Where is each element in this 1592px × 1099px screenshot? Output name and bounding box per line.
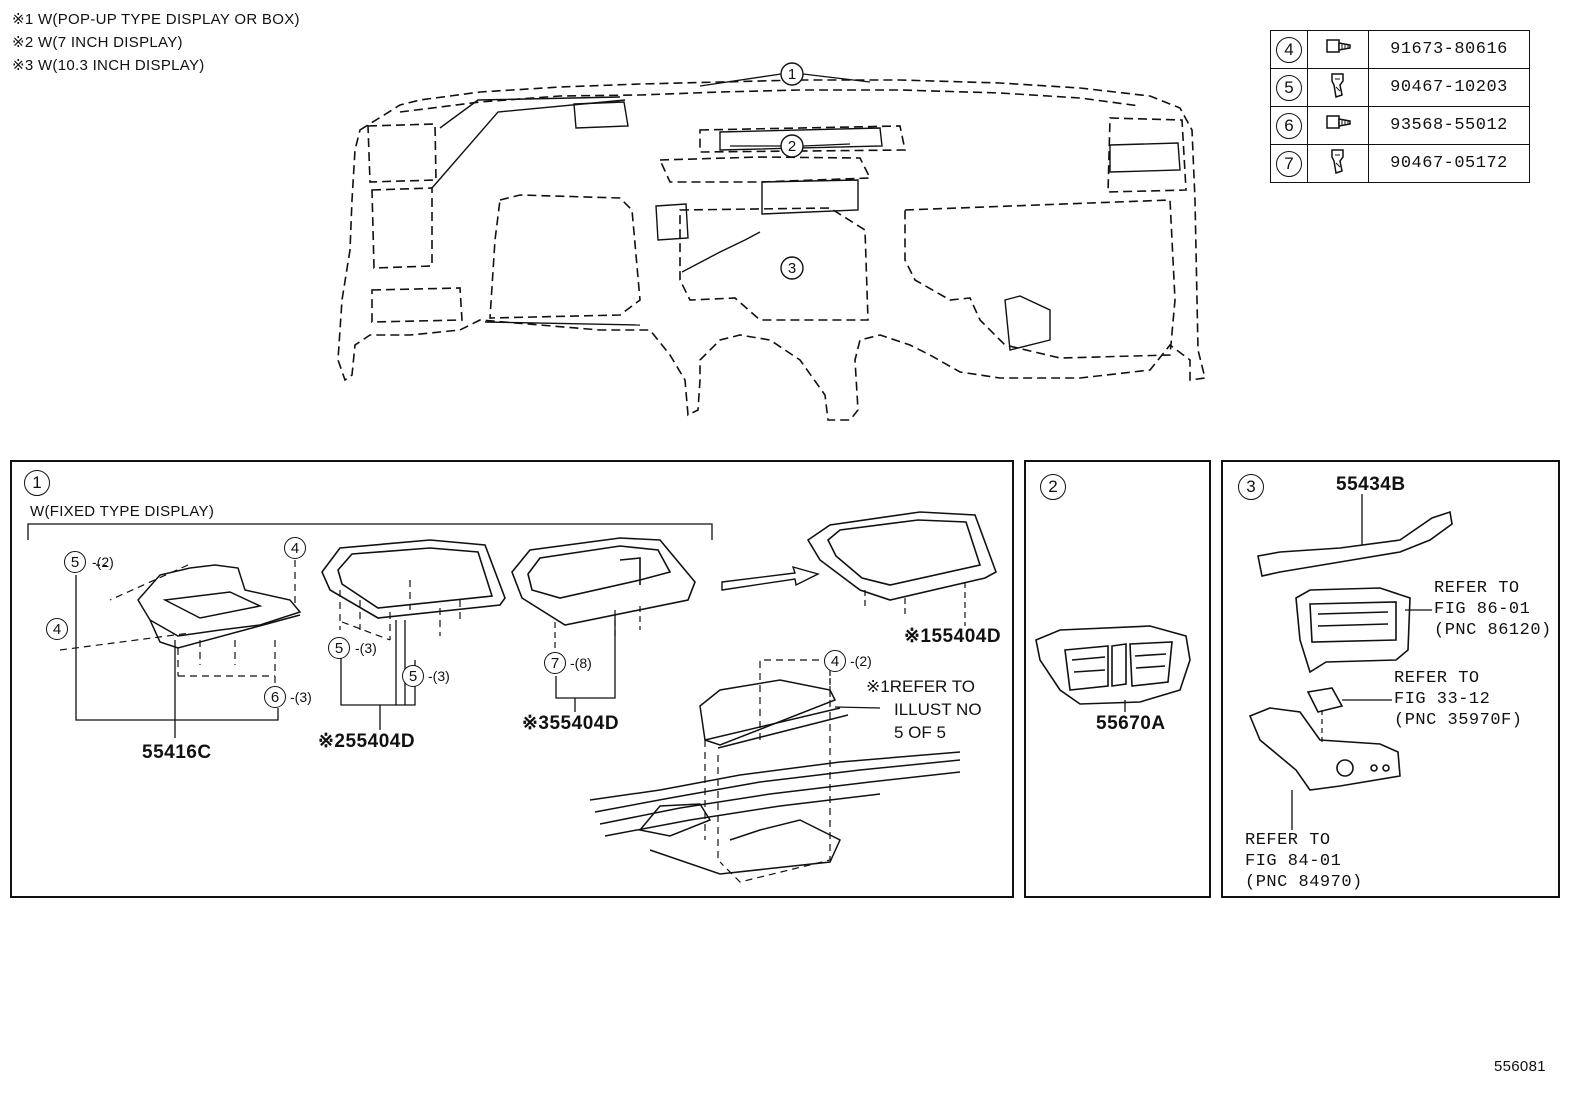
refer-note-line-2: ILLUST NO — [894, 700, 982, 719]
part-55416C: 55416C — [142, 742, 212, 763]
note-1: ※1 W(POP-UP TYPE DISPLAY OR BOX) — [12, 11, 300, 28]
fixed-type-label: W(FIXED TYPE DISPLAY) — [30, 503, 215, 520]
panel-2 — [1024, 460, 1211, 898]
callout-7: 7 — [1276, 150, 1302, 177]
callout-5: 5 — [1276, 74, 1302, 101]
part-number: 91673-80616 — [1368, 30, 1530, 69]
refer-line: REFER TO — [1394, 669, 1480, 688]
refer-note-line-1: ※1REFER TO — [866, 677, 976, 696]
qty-label: -(2) — [92, 554, 114, 570]
refer-line: FIG 33-12 — [1394, 690, 1491, 709]
part-55670A: 55670A — [1096, 713, 1166, 734]
part-number: 93568-55012 — [1368, 106, 1530, 145]
panel-2-number: 2 — [1040, 474, 1066, 500]
qty-label: -(2) — [850, 653, 872, 669]
refer-line: (PNC 86120) — [1434, 621, 1552, 640]
qty-label: -(3) — [290, 689, 312, 705]
callout-6: 6 — [1276, 112, 1302, 139]
panel-1-number: 1 — [24, 470, 50, 496]
panel-1 — [10, 460, 1014, 898]
overview-callout-3: 3 — [787, 259, 797, 277]
refer-line: REFER TO — [1434, 579, 1520, 598]
note-3: ※3 W(10.3 INCH DISPLAY) — [12, 57, 205, 74]
callout-5: 5 — [328, 637, 350, 659]
table-row: 6 93568-55012 — [1270, 106, 1530, 145]
table-row: 5 90467-10203 — [1270, 68, 1530, 107]
callout-6: 6 — [264, 686, 286, 708]
clip-icon — [1307, 68, 1369, 107]
qty-label: -(3) — [428, 668, 450, 684]
part-2-55404D: ※255404D — [318, 731, 416, 752]
callout-4: 4 — [1276, 36, 1302, 63]
refer-line: (PNC 35970F) — [1394, 711, 1523, 730]
overview-callout-1: 1 — [787, 65, 797, 83]
refer-line: FIG 84-01 — [1245, 852, 1342, 871]
callout-7: 7 — [544, 652, 566, 674]
refer-33-12: REFER TO FIG 33-12 (PNC 35970F) — [1394, 668, 1522, 731]
part-1-55404D: ※155404D — [904, 626, 1002, 647]
qty-label: -(3) — [355, 640, 377, 656]
bolt-icon — [1307, 106, 1369, 145]
callout-5: 5 — [64, 551, 86, 573]
part-55434B: 55434B — [1336, 474, 1406, 495]
refer-84-01: REFER TO FIG 84-01 (PNC 84970) — [1245, 830, 1363, 893]
refer-note-line-3: 5 OF 5 — [894, 723, 946, 742]
refer-86-01: REFER TO FIG 86-01 (PNC 86120) — [1434, 578, 1552, 641]
callout-4: 4 — [824, 650, 846, 672]
bolt-icon — [1307, 30, 1369, 69]
refer-line: FIG 86-01 — [1434, 600, 1531, 619]
callout-5: 5 — [402, 665, 424, 687]
callout-4: 4 — [284, 537, 306, 559]
part-number: 90467-05172 — [1368, 144, 1530, 183]
part-number: 90467-10203 — [1368, 68, 1530, 107]
figure-id: 556081 — [1494, 1058, 1546, 1075]
clip-icon — [1307, 144, 1369, 183]
qty-label: -(8) — [570, 655, 592, 671]
panel-3 — [1221, 460, 1560, 898]
panel-3-number: 3 — [1238, 474, 1264, 500]
callout-4: 4 — [46, 618, 68, 640]
table-row: 7 90467-05172 — [1270, 144, 1530, 183]
part-3-55404D: ※355404D — [522, 713, 620, 734]
refer-line: (PNC 84970) — [1245, 873, 1363, 892]
table-row: 4 91673-80616 — [1270, 30, 1530, 69]
dashboard-overview-drawing — [337, 62, 1206, 421]
refer-line: REFER TO — [1245, 831, 1331, 850]
note-2: ※2 W(7 INCH DISPLAY) — [12, 34, 183, 51]
fastener-table: 4 91673-80616 5 90467-10203 6 93568-5501… — [1270, 30, 1530, 183]
overview-callout-2: 2 — [787, 137, 797, 155]
